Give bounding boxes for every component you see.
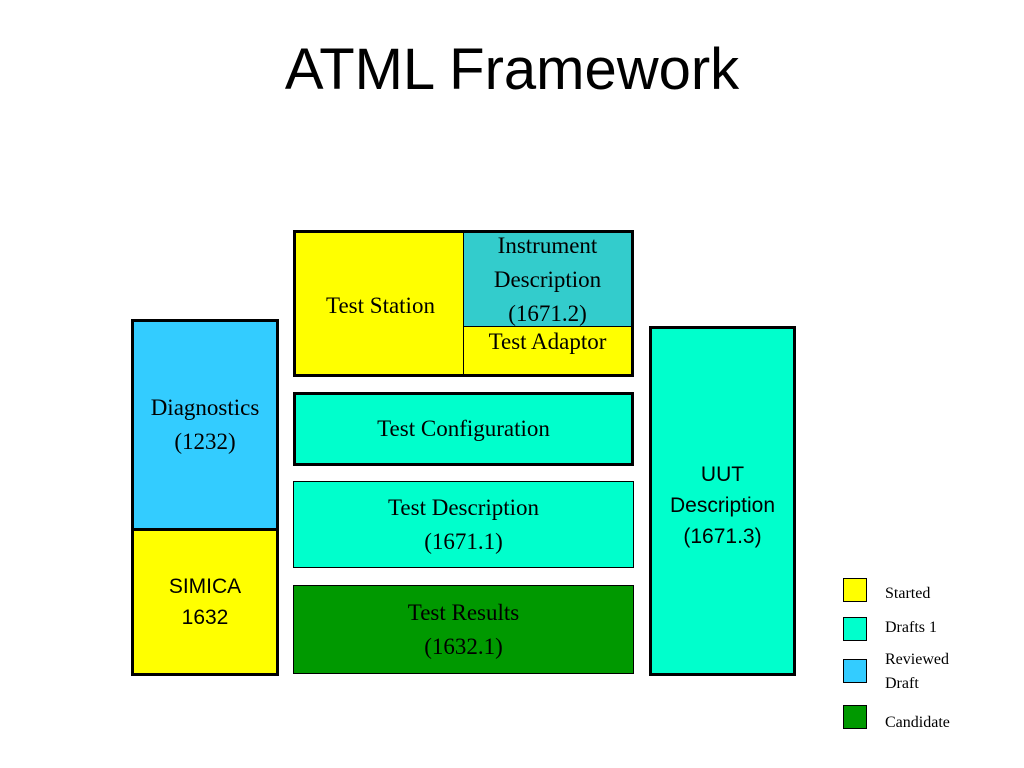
legend-swatch-candidate <box>843 705 867 729</box>
legend-swatch-started <box>843 578 867 602</box>
legend-label-drafts: Drafts 1 <box>885 619 937 636</box>
uut-description-block: UUT Description (1671.3) <box>649 326 796 676</box>
legend-label-reviewed-draft: Reviewed Draft <box>885 651 949 692</box>
legend-swatch-reviewed-draft <box>843 659 867 683</box>
test-adaptor-block: Test Adaptor <box>488 329 607 354</box>
test-configuration-block: Test Configuration <box>293 392 634 466</box>
test-station-label: Test Station <box>326 293 435 318</box>
simica-block: SIMICA 1632 <box>131 528 279 676</box>
test-results-block: Test Results (1632.1) <box>293 585 634 674</box>
legend-label-candidate: Candidate <box>885 714 950 731</box>
test-station-divider <box>463 233 464 374</box>
instrument-description-block: Instrument Description (1671.2) <box>464 233 631 327</box>
diagnostics-block: Diagnostics (1232) <box>131 319 279 531</box>
legend-swatch-drafts <box>843 617 867 641</box>
test-description-block: Test Description (1671.1) <box>293 481 634 568</box>
legend-label-started: Started <box>885 585 931 602</box>
page-title: ATML Framework <box>284 37 740 102</box>
